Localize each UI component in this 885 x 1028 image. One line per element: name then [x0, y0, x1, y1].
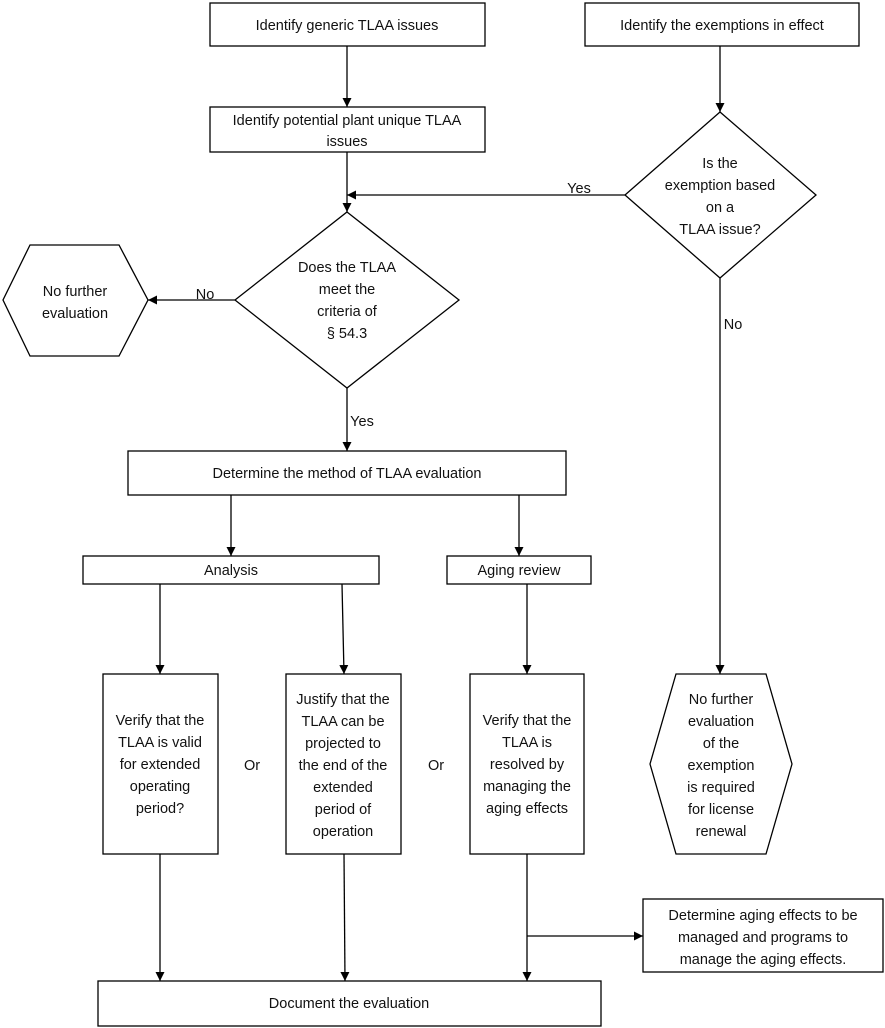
justify-projected-box: Justify that the TLAA can be projected t… — [285, 673, 402, 855]
label-or-2: Or — [428, 758, 444, 774]
criteria-decision-diamond: Does the TLAA meet the criteria of § 54.… — [233, 211, 461, 389]
identify-plant-unique-line-2: issues — [326, 134, 367, 150]
verify-valid-line-4: operating — [130, 779, 190, 795]
arrow-justify-to-document — [340, 853, 350, 982]
determine-aging-line-1: Determine aging effects to be — [668, 908, 857, 924]
exemption-decision-line-4: TLAA issue? — [679, 222, 760, 238]
identify-plant-unique-box: Identify potential plant unique TLAA iss… — [209, 106, 486, 153]
verify-resolved-line-1: Verify that the — [483, 713, 572, 729]
label-yes-exemption: Yes — [567, 181, 591, 197]
justify-projected-line-3: projected to — [305, 736, 381, 752]
determine-aging-line-2: managed and programs to — [678, 930, 848, 946]
verify-resolved-line-5: aging effects — [486, 801, 568, 817]
no-further-exemption-line-6: for license — [688, 802, 754, 818]
identify-generic-box: Identify generic TLAA issues — [209, 2, 486, 47]
determine-method-box: Determine the method of TLAA evaluation — [127, 450, 567, 496]
verify-resolved-line-2: TLAA is — [502, 735, 552, 751]
verify-valid-line-3: for extended — [120, 757, 201, 773]
verify-valid-line-2: TLAA is valid — [118, 735, 202, 751]
criteria-decision-line-1: Does the TLAA — [298, 260, 396, 276]
justify-projected-line-2: TLAA can be — [301, 714, 384, 730]
no-further-exemption-line-3: of the — [703, 736, 739, 752]
arrow-analysis-to-justify — [339, 583, 349, 675]
label-no-criteria: No — [196, 287, 215, 303]
criteria-decision-line-4: § 54.3 — [327, 326, 367, 342]
document-box: Document the evaluation — [97, 980, 602, 1027]
justify-projected-line-7: operation — [313, 824, 373, 840]
no-further-exemption-hexagon: No further evaluation of the exemption i… — [649, 673, 793, 855]
verify-resolved-line-4: managing the — [483, 779, 571, 795]
verify-valid-line-5: period? — [136, 801, 184, 817]
no-further-left-hexagon: No further evaluation — [2, 244, 149, 357]
identify-exemptions-box: Identify the exemptions in effect — [584, 2, 860, 47]
identify-exemptions-text: Identify the exemptions in effect — [620, 18, 824, 34]
justify-projected-line-1: Justify that the — [296, 692, 390, 708]
no-further-exemption-line-4: exemption — [688, 758, 755, 774]
no-further-exemption-line-7: renewal — [696, 824, 747, 840]
exemption-decision-diamond: Is the exemption based on a TLAA issue? — [624, 111, 817, 279]
determine-aging-line-3: manage the aging effects. — [680, 952, 847, 968]
justify-projected-line-6: period of — [315, 802, 372, 818]
analysis-box: Analysis — [82, 555, 380, 585]
no-further-exemption-line-1: No further — [689, 692, 754, 708]
no-further-left-line-1: No further — [43, 284, 108, 300]
verify-valid-line-1: Verify that the — [116, 713, 205, 729]
exemption-decision-line-1: Is the — [702, 156, 737, 172]
verify-resolved-line-3: resolved by — [490, 757, 565, 773]
document-text: Document the evaluation — [269, 996, 429, 1012]
justify-projected-line-4: the end of the — [299, 758, 388, 774]
exemption-decision-line-3: on a — [706, 200, 735, 216]
verify-valid-box: Verify that the TLAA is valid for extend… — [102, 673, 219, 855]
label-yes-criteria: Yes — [350, 414, 374, 430]
label-no-exemption: No — [724, 317, 743, 333]
identify-generic-text: Identify generic TLAA issues — [256, 18, 439, 34]
justify-projected-line-5: extended — [313, 780, 373, 796]
criteria-decision-line-3: criteria of — [317, 304, 378, 320]
aging-review-box: Aging review — [446, 555, 592, 585]
label-or-1: Or — [244, 758, 260, 774]
identify-plant-unique-line-1: Identify potential plant unique TLAA — [233, 113, 462, 129]
determine-aging-box: Determine aging effects to be managed an… — [642, 898, 884, 973]
verify-resolved-box: Verify that the TLAA is resolved by mana… — [469, 673, 585, 855]
analysis-text: Analysis — [204, 563, 258, 579]
criteria-decision-line-2: meet the — [319, 282, 375, 298]
exemption-decision-line-2: exemption based — [665, 178, 775, 194]
aging-review-text: Aging review — [477, 563, 561, 579]
no-further-exemption-line-5: is required — [687, 780, 755, 796]
no-further-exemption-line-2: evaluation — [688, 714, 754, 730]
determine-method-text: Determine the method of TLAA evaluation — [213, 466, 482, 482]
no-further-left-line-2: evaluation — [42, 306, 108, 322]
